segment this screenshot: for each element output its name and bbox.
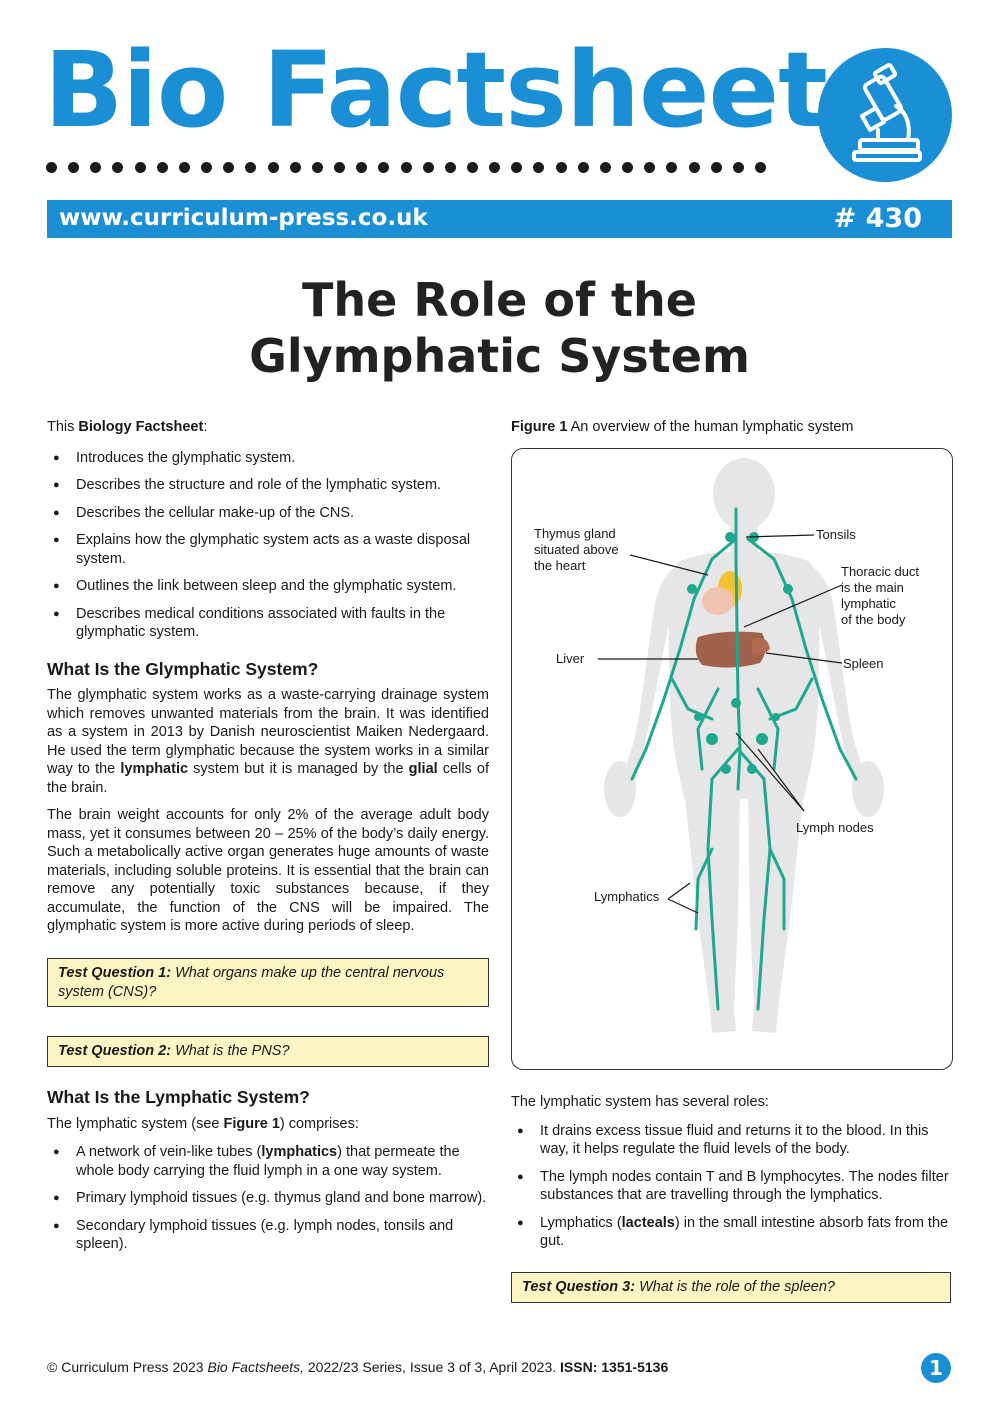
list-item: Describes medical conditions associated … [47,605,489,642]
list-item: It drains excess tissue fluid and return… [511,1122,951,1159]
list-item: A network of vein-like tubes (lymphatics… [47,1143,489,1180]
section-heading-lymphatic: What Is the Lymphatic System? [47,1087,310,1107]
dotted-rule [46,162,766,182]
url-bar: www.curriculum-press.co.uk # 430 [47,200,952,238]
label-thoracic-duct: Thoracic duct is the main lymphatic of t… [841,564,920,627]
list-item: Describes the cellular make-up of the CN… [47,504,489,523]
label-thymus: Thymus gland situated above the heart [534,526,619,573]
intro-bullet-list: Introduces the glymphatic system. Descri… [47,449,489,642]
paragraph: The lymphatic system (see Figure 1) comp… [47,1115,359,1132]
test-question-1: Test Question 1: What organs make up the… [47,958,489,1007]
issue-number: # 430 [833,203,922,234]
title-line-2: Glymphatic System [249,329,750,383]
website-url[interactable]: www.curriculum-press.co.uk [59,205,428,231]
page-title: The Role of the Glymphatic System [0,272,999,384]
brand-title: Bio Factsheet [44,29,828,151]
roles-bullet-list: It drains excess tissue fluid and return… [511,1122,951,1251]
label-liver: Liver [556,651,585,666]
list-item: The lymph nodes contain T and B lymphocy… [511,1168,951,1205]
label-spleen: Spleen [843,656,884,671]
list-item: Lymphatics (lacteals) in the small intes… [511,1214,951,1251]
section-heading-glymphatic: What Is the Glymphatic System? [47,658,319,679]
test-question-3: Test Question 3: What is the role of the… [511,1272,951,1303]
footer-copyright: © Curriculum Press 2023 Bio Factsheets, … [47,1359,669,1375]
label-lymph-nodes: Lymph nodes [796,820,874,835]
list-item: Explains how the glymphatic system acts … [47,531,489,568]
lymphatic-bullet-list: A network of vein-like tubes (lymphatics… [47,1143,489,1254]
body-silhouette [604,458,884,1033]
lymphatic-diagram [598,458,884,1033]
test-question-2: Test Question 2: What is the PNS? [47,1036,489,1067]
roles-section: The lymphatic system has several roles: … [511,1093,951,1260]
label-leaders [598,534,843,914]
lymphatic-section: What Is the Lymphatic System? The lympha… [47,1088,489,1263]
figure-caption: Figure 1 An overview of the human lympha… [511,419,854,435]
label-tonsils: Tonsils [816,527,856,542]
figure-lymphatic-system: Thymus gland situated above the heart To… [511,448,953,1070]
list-item: Primary lymphoid tissues (e.g. thymus gl… [47,1189,489,1208]
paragraph: The glymphatic system works as a waste-c… [47,687,489,796]
paragraph: The lymphatic system has several roles: [511,1094,769,1110]
left-column: This Biology Factsheet: Introduces the g… [47,418,489,945]
label-lymphatics: Lymphatics [594,889,660,904]
list-item: Describes the structure and role of the … [47,476,489,495]
paragraph: The brain weight accounts for only 2% of… [47,807,489,934]
page-number-badge: 1 [921,1353,951,1383]
list-item: Secondary lymphoid tissues (e.g. lymph n… [47,1217,489,1254]
intro-line: This Biology Factsheet: [47,419,208,435]
microscope-icon [818,48,952,182]
list-item: Introduces the glymphatic system. [47,449,489,468]
title-line-1: The Role of the [302,273,697,327]
list-item: Outlines the link between sleep and the … [47,577,489,596]
liver-shape [695,631,766,668]
lymph-node-markers [687,532,793,774]
